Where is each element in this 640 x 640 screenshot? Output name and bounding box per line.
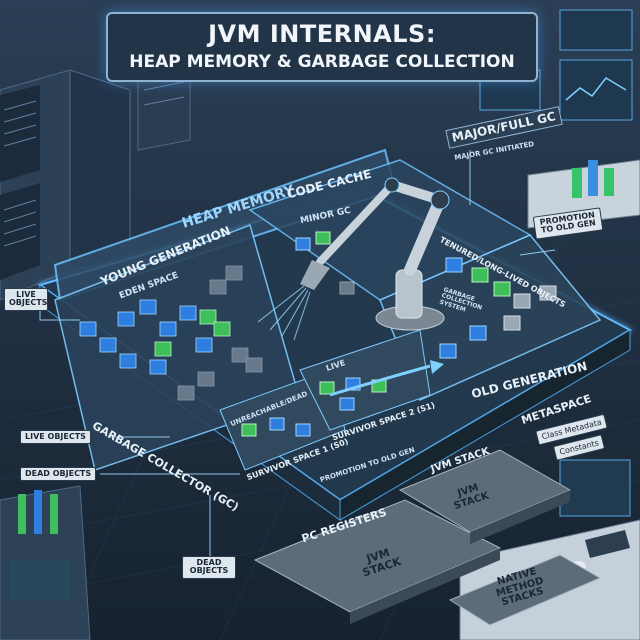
live-objects-mid-callout: LIVE OBJECTS [20,430,91,445]
lab-bottom-left [0,485,91,640]
eden-objects [79,265,263,401]
dead-objects-bottom-callout: DEAD OBJECTS [182,556,236,579]
leader-lines [39,150,556,565]
title-line-2: HEAP MEMORY & GARBAGE COLLECTION [129,52,515,72]
lower-platforms [253,449,602,626]
lab-desk-right [527,159,640,229]
survivor-space-2-area [299,329,431,431]
wall-monitors [479,9,633,121]
old-gen-objects [439,257,557,359]
survivor-objects [241,377,387,437]
robotic-arm [257,177,450,341]
title-line-1: JVM INTERNALS: [208,20,436,48]
title-box: JVM INTERNALS: HEAP MEMORY & GARBAGE COL… [106,12,538,82]
server-racks-left [0,49,191,301]
code-cache-objects [295,231,355,295]
live-objects-left-callout: LIVE OBJECTS [4,288,48,311]
promotion-arrow [329,360,444,397]
dead-objects-left-callout: DEAD OBJECTS [20,467,97,482]
